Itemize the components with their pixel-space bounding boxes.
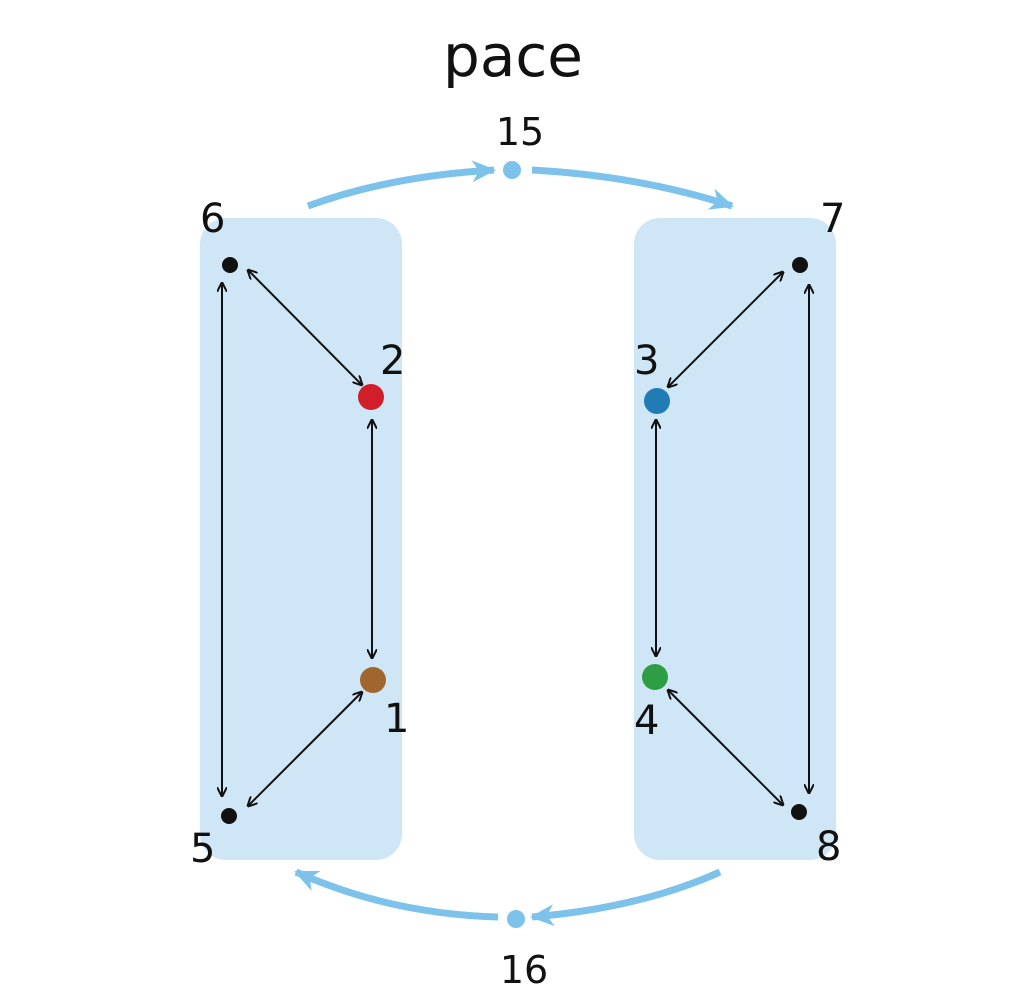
cycle-edge-16-to-left xyxy=(294,868,499,921)
node-8 xyxy=(791,804,807,820)
node-7 xyxy=(792,257,808,273)
edge-4-8 xyxy=(668,690,783,805)
node-label-5: 5 xyxy=(190,826,215,872)
edge-1-5 xyxy=(248,692,362,806)
edge-6-2 xyxy=(248,270,362,385)
node-2 xyxy=(358,384,384,410)
node-1 xyxy=(360,667,386,693)
right-group-panel xyxy=(634,218,836,860)
node-4 xyxy=(642,664,668,690)
node-label-3: 3 xyxy=(634,338,659,384)
cycle-edge-15-to-right xyxy=(531,166,734,210)
node-label-15: 15 xyxy=(496,110,544,154)
node-5 xyxy=(221,808,237,824)
node-label-4: 4 xyxy=(634,698,659,744)
node-label-2: 2 xyxy=(380,338,405,384)
node-label-16: 16 xyxy=(500,948,548,992)
node-label-1: 1 xyxy=(384,696,409,742)
cycle-edge-right-to-16 xyxy=(530,868,722,927)
edge-7-3 xyxy=(668,272,783,387)
node-label-8: 8 xyxy=(816,824,841,870)
node-6 xyxy=(222,257,238,273)
node-label-7: 7 xyxy=(820,196,845,242)
node-16 xyxy=(507,910,525,928)
cycle-edge-left-to-15 xyxy=(306,160,496,210)
diagram-title: pace xyxy=(443,22,583,90)
node-3 xyxy=(644,388,670,414)
node-label-6: 6 xyxy=(200,196,225,242)
node-15 xyxy=(503,161,521,179)
